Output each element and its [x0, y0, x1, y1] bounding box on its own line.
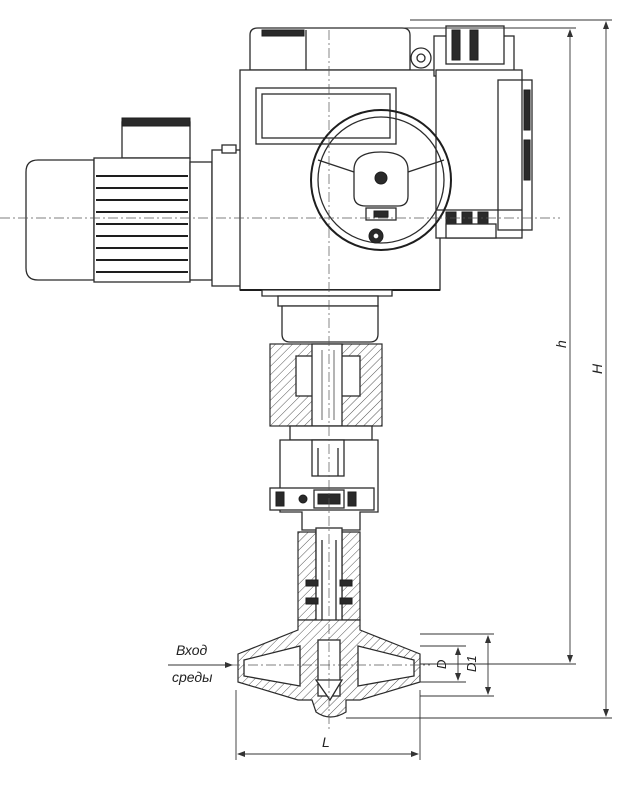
actuator-gearbox-icon: [239, 25, 533, 307]
center-lines: [0, 30, 560, 730]
dimension-L-label: L: [322, 734, 330, 750]
dimension-D1-label: D1: [464, 655, 479, 672]
electric-motor-icon: [25, 117, 243, 287]
dimension-H-label: H: [589, 363, 605, 374]
handwheel-icon: [310, 109, 452, 251]
inlet-label-line2: среды: [172, 669, 213, 685]
coupling-icon: [269, 305, 383, 441]
dimension-D-label: D: [434, 660, 449, 669]
dimension-h-label: h: [553, 340, 569, 348]
valve-body-icon: [237, 439, 421, 718]
inlet-label-line1: Вход: [176, 642, 208, 658]
dimension-lines: [168, 19, 612, 760]
